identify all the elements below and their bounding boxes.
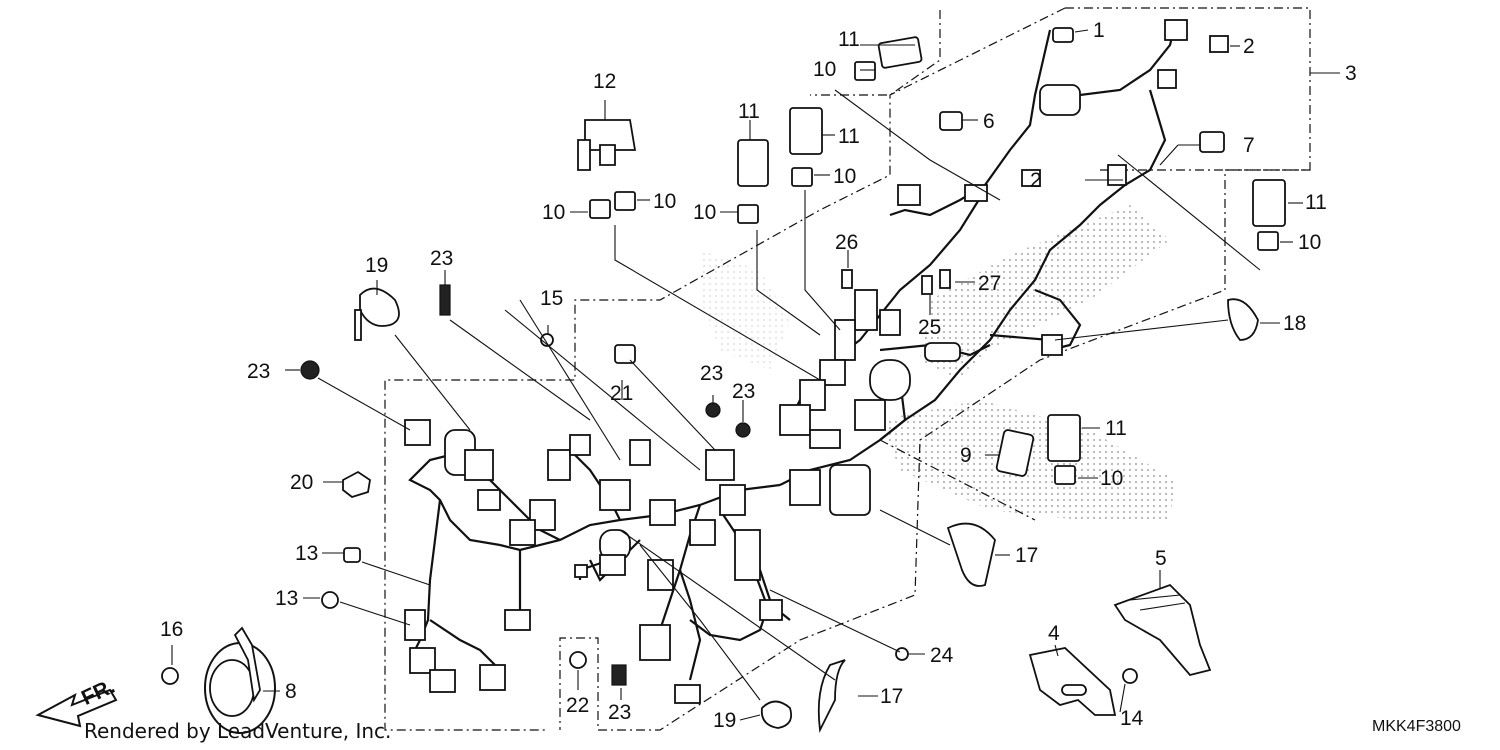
callout-15: 15 — [540, 287, 563, 310]
callout-19: 19 — [713, 709, 736, 732]
callout-14: 14 — [1120, 707, 1144, 730]
brackets-part-4-5 — [1028, 583, 1212, 716]
callout-10: 10 — [693, 201, 716, 224]
callout-1: 1 — [1093, 19, 1105, 42]
callout-5: 5 — [1155, 547, 1167, 570]
callout-12: 12 — [593, 70, 616, 93]
group-boundaries — [384, 7, 1311, 731]
connector-part-2 — [1209, 35, 1229, 53]
callout-20: 20 — [290, 471, 313, 494]
callout-19: 19 — [365, 254, 388, 277]
callout-8: 8 — [285, 680, 297, 703]
callout-17: 17 — [1015, 544, 1038, 567]
callout-11: 11 — [838, 28, 860, 51]
callout-6: 6 — [983, 110, 995, 133]
callout-7: 7 — [1243, 134, 1255, 157]
connector-part-1 — [1052, 27, 1074, 43]
callout-21: 21 — [610, 382, 633, 405]
callout-2: 2 — [1243, 35, 1255, 58]
callout-17: 17 — [880, 685, 903, 708]
callout-10: 10 — [1298, 231, 1321, 254]
callout-18: 18 — [1283, 312, 1306, 335]
callout-23: 23 — [700, 362, 723, 385]
callout-10: 10 — [813, 58, 836, 81]
callout-24: 24 — [930, 644, 954, 667]
callout-11: 11 — [738, 100, 760, 123]
callout-16: 16 — [160, 618, 183, 641]
callout-10: 10 — [542, 201, 565, 224]
callout-10: 10 — [833, 165, 856, 188]
callout-9: 9 — [960, 444, 972, 467]
render-credit: Rendered by LeadVenture, Inc. — [84, 719, 392, 743]
callout-11: 11 — [1305, 191, 1327, 214]
diagram-code: MKK4F3800 — [1372, 718, 1461, 735]
callout-2: 2 — [1030, 169, 1042, 192]
callout-3: 3 — [1345, 62, 1357, 85]
callout-23: 23 — [430, 247, 453, 270]
harness-connectors — [404, 19, 1188, 704]
callout-23: 23 — [732, 380, 755, 403]
horn-part-8 — [204, 626, 276, 734]
callout-22: 22 — [566, 694, 589, 717]
callout-27: 27 — [978, 272, 1001, 295]
callout-25: 25 — [918, 316, 941, 339]
callout-13: 13 — [295, 542, 318, 565]
callout-numbers: 1 2 2 3 4 5 6 7 8 9 10 10 10 10 10 10 10… — [160, 19, 1357, 732]
callout-23: 23 — [247, 360, 270, 383]
callout-23: 23 — [608, 701, 631, 724]
callout-10: 10 — [653, 190, 676, 213]
callout-13: 13 — [275, 587, 298, 610]
callout-11: 11 — [1105, 417, 1127, 440]
callout-10: 10 — [1100, 467, 1123, 490]
callout-26: 26 — [835, 231, 858, 254]
callout-11: 11 — [838, 125, 860, 148]
leader-lines — [171, 29, 1340, 721]
callout-4: 4 — [1048, 622, 1060, 645]
loose-parts — [161, 27, 1286, 734]
